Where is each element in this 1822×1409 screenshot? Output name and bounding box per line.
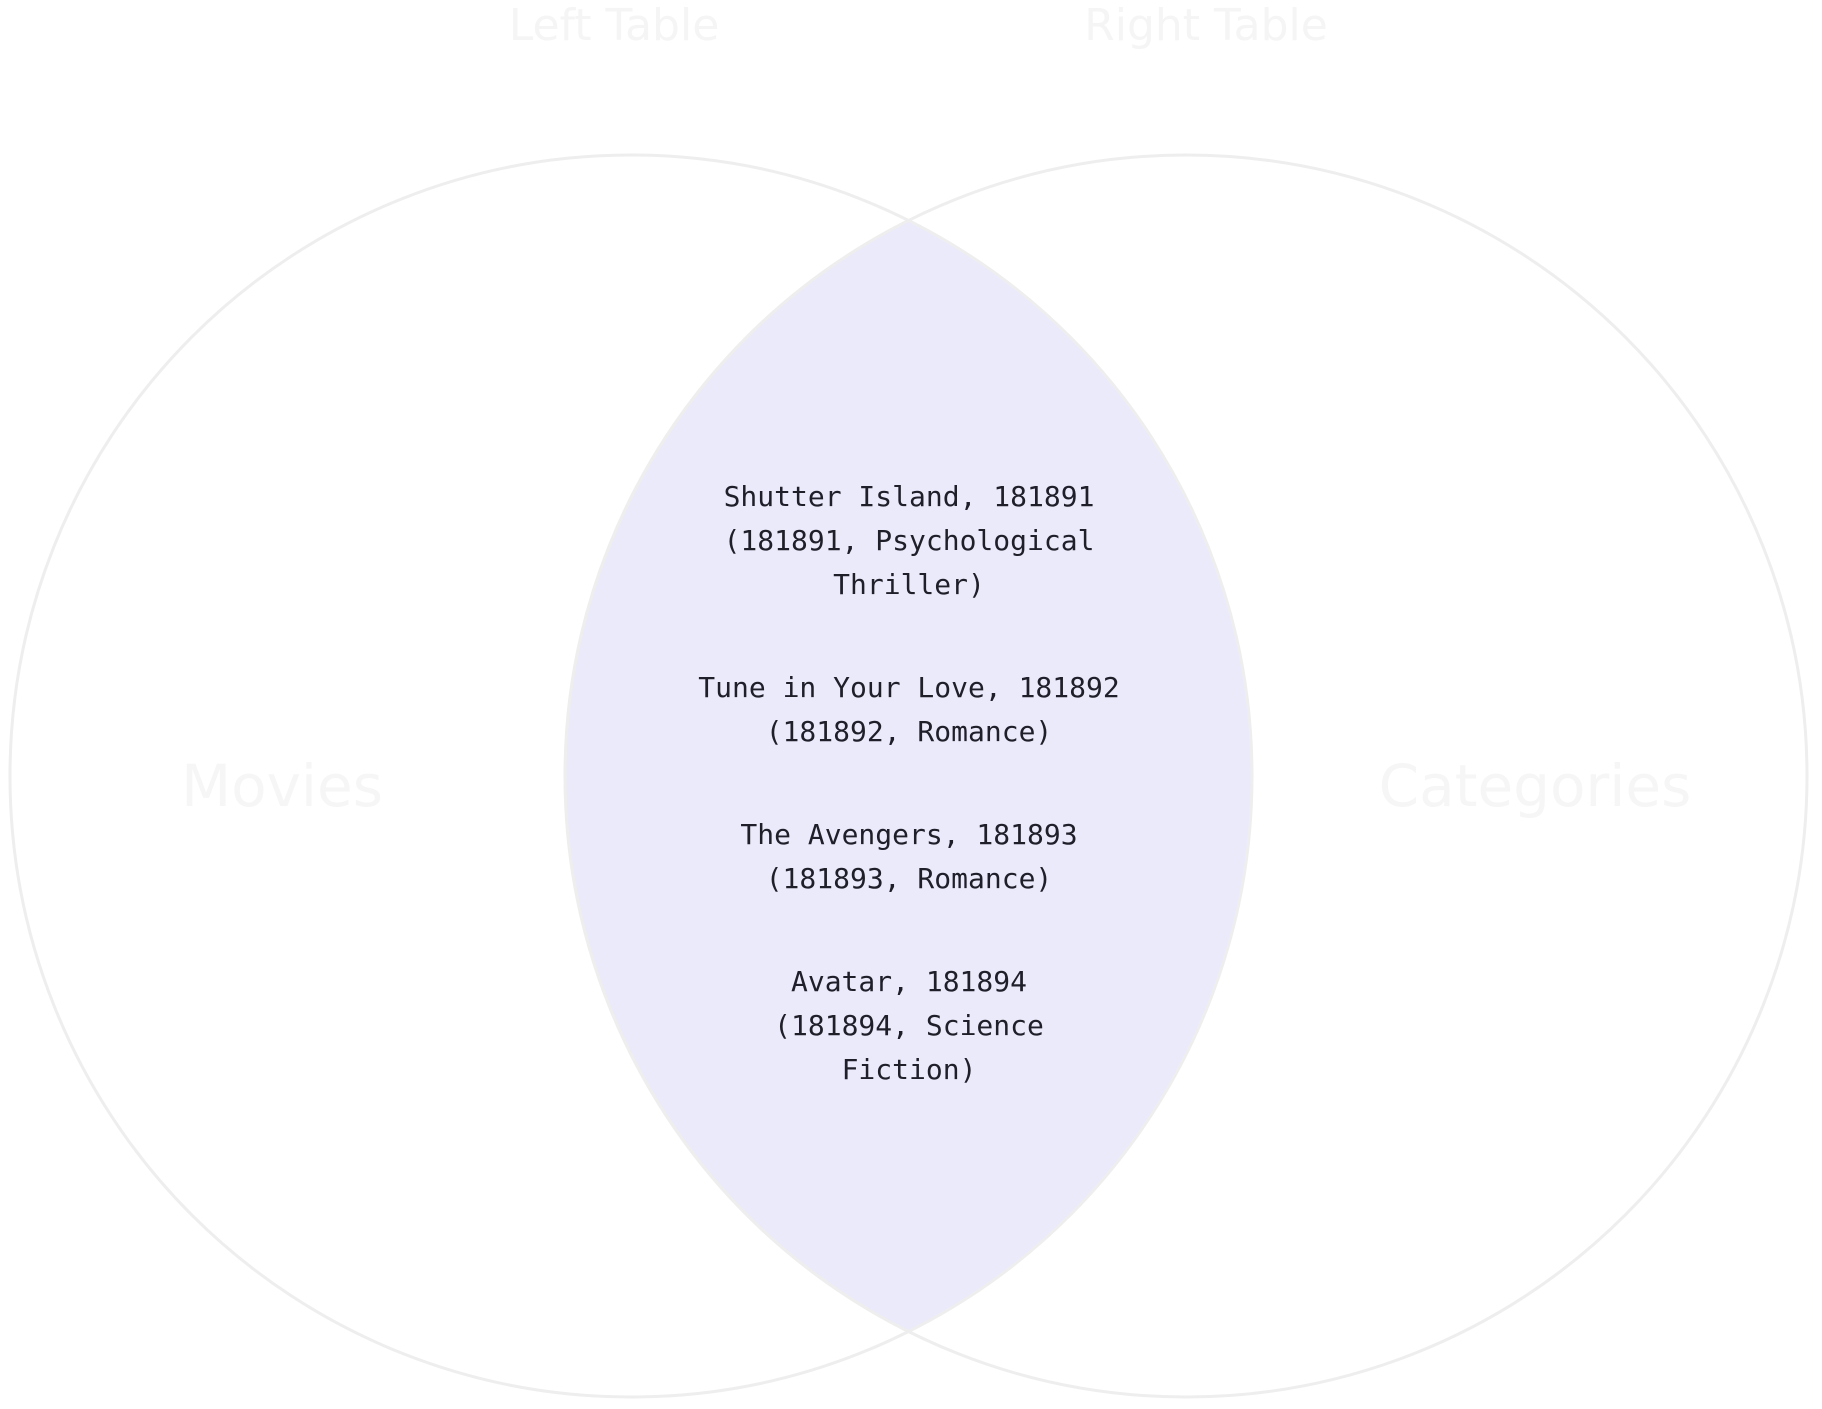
intersection-row-line: Shutter Island, 181891 bbox=[724, 480, 1095, 513]
intersection-row-line: (181894, Science bbox=[774, 1009, 1044, 1042]
intersection-row-line: Tune in Your Love, 181892 bbox=[698, 671, 1119, 704]
intersection-row-line: Fiction) bbox=[842, 1053, 977, 1086]
intersection-row-line: (181893, Romance) bbox=[766, 862, 1053, 895]
left-set-label: Movies bbox=[181, 752, 383, 820]
intersection-row-line: (181891, Psychological bbox=[724, 524, 1095, 557]
intersection-row-line: (181892, Romance) bbox=[766, 715, 1053, 748]
intersection-row-line: Thriller) bbox=[833, 568, 985, 601]
left-circle bbox=[8, 153, 1254, 1399]
intersection-row: Shutter Island, 181891 (181891, Psycholog… bbox=[724, 480, 1095, 601]
right-circle bbox=[563, 153, 1809, 1399]
intersection-row-line: The Avengers, 181893 bbox=[740, 818, 1077, 851]
intersection-row: The Avengers, 181893 (181893, Romance) bbox=[740, 818, 1077, 895]
intersection-rows: Shutter Island, 181891 (181891, Psycholog… bbox=[698, 480, 1119, 1086]
right-set-label: Categories bbox=[1379, 752, 1692, 820]
intersection-row-line: Avatar, 181894 bbox=[791, 965, 1027, 998]
intersection-region bbox=[565, 155, 1252, 1397]
intersection-row: Tune in Your Love, 181892 (181892, Romanc… bbox=[698, 671, 1119, 748]
left-table-header: Left Table bbox=[509, 0, 720, 51]
right-table-header: Right Table bbox=[1084, 0, 1328, 51]
